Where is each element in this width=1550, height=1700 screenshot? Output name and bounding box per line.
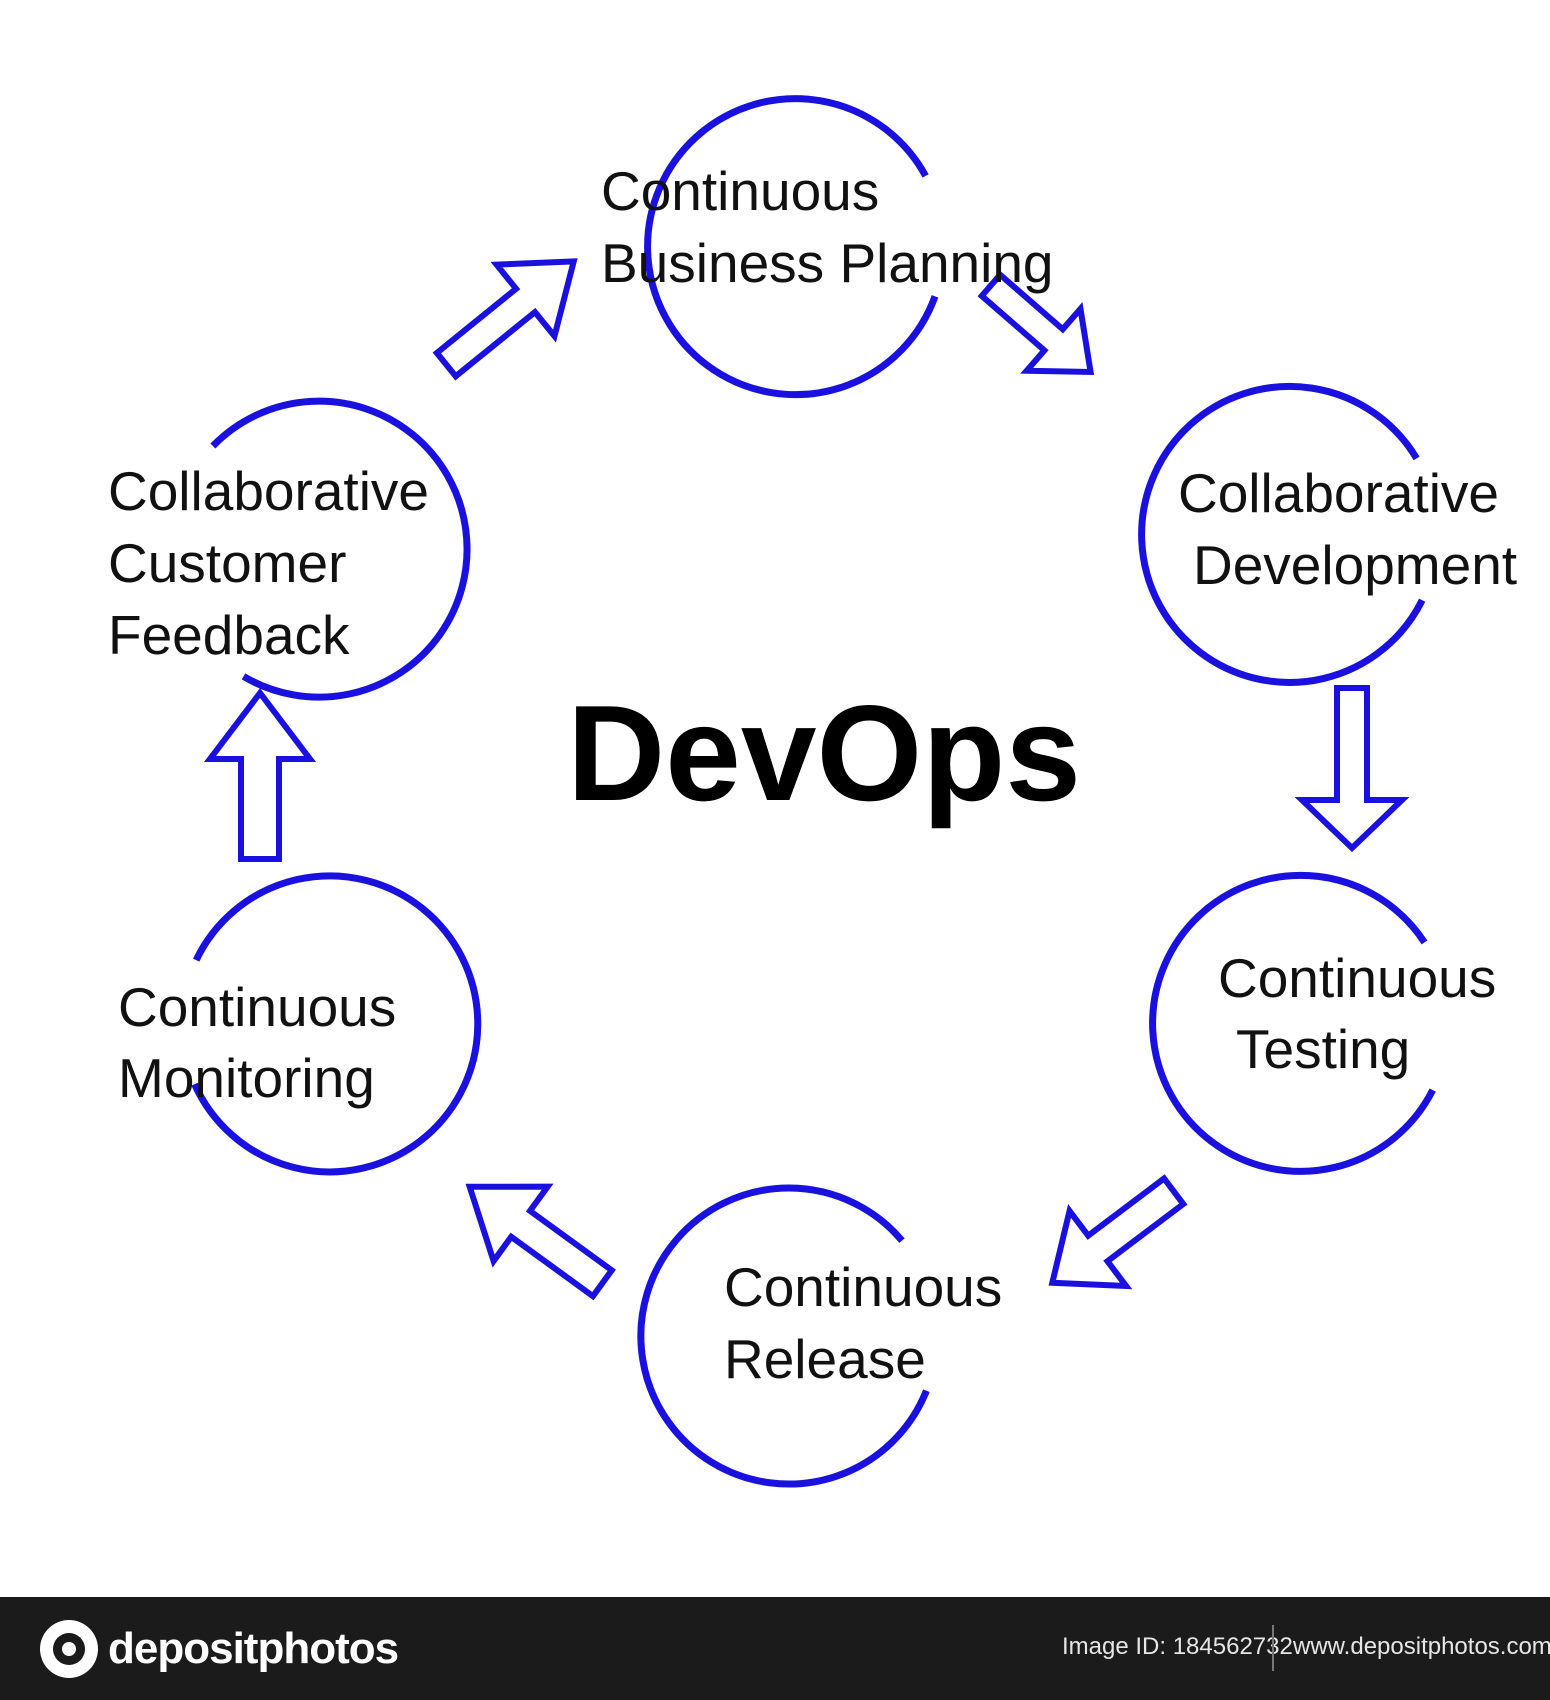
- arrow-feedback-to-planning: [432, 258, 578, 381]
- ring-business-planning: [644, 95, 939, 399]
- node-label-business-planning: Continuous Business Planning: [601, 160, 1054, 294]
- ring-collab-development: [1138, 382, 1426, 686]
- node-label-line: Continuous: [724, 1256, 1002, 1318]
- node-label-line: Feedback: [108, 604, 350, 666]
- ring-testing: [1149, 871, 1436, 1175]
- node-label-line: Collaborative: [108, 460, 429, 522]
- node-label-line: Collaborative: [1178, 462, 1499, 524]
- center-title: DevOps: [567, 677, 1081, 829]
- node-label-testing: Continuous Testing: [1218, 947, 1512, 1080]
- node-label-line: Customer: [108, 532, 346, 594]
- node-label-customer-feedback: Collaborative Customer Feedback: [108, 460, 444, 666]
- node-label-monitoring: Continuous Monitoring: [118, 976, 412, 1109]
- brand[interactable]: depositphotos: [40, 1619, 399, 1679]
- ring-customer-feedback: [210, 397, 471, 701]
- image-id: Image ID: 184562732: [1062, 1633, 1293, 1660]
- arrow-planning-to-development: [977, 270, 1095, 376]
- ring-release: [637, 1184, 930, 1488]
- depositphotos-logo-icon: [40, 1620, 98, 1678]
- node-label-collab-development: Collaborative Development: [1178, 462, 1517, 596]
- node-label-line: Monitoring: [118, 1047, 375, 1109]
- node-label-line: Continuous: [601, 160, 879, 222]
- ring-monitoring: [191, 872, 482, 1176]
- node-label-line: Continuous: [118, 976, 396, 1038]
- arrow-release-to-monitoring: [465, 1183, 616, 1301]
- arrow-testing-to-release: [1048, 1174, 1188, 1290]
- node-label-line: Business Planning: [601, 232, 1054, 294]
- arrow-monitoring-to-feedback: [203, 688, 317, 862]
- node-label-line: Development: [1193, 534, 1517, 596]
- brand-name: depositphotos: [108, 1624, 399, 1673]
- footer-divider: [1272, 1625, 1274, 1671]
- node-label-line: Testing: [1236, 1018, 1410, 1080]
- node-label-line: Continuous: [1218, 947, 1496, 1009]
- site-url-link[interactable]: www.depositphotos.com: [1293, 1633, 1550, 1660]
- arrow-development-to-testing: [1294, 685, 1410, 853]
- node-label-line: Release: [724, 1328, 926, 1390]
- node-label-release: Continuous Release: [724, 1256, 1018, 1390]
- devops-cycle-diagram: Continuous Business Planning Collaborati…: [108, 95, 1517, 1488]
- watermark-footer: depositphotos Image ID: 184562732 www.de…: [0, 1597, 1550, 1700]
